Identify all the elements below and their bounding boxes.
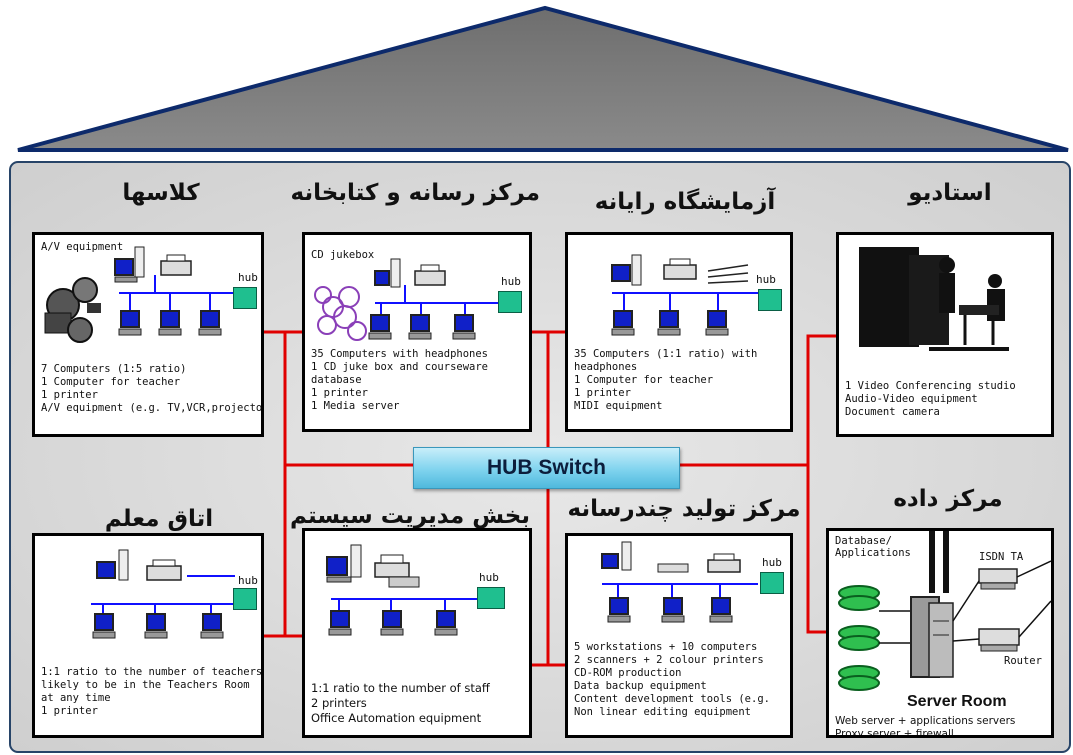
- card-media-center: CD jukebox hub 35 Computers with headpho…: [302, 232, 532, 432]
- teacher-computer-icon: [611, 254, 642, 286]
- lan-illustration: [601, 541, 758, 623]
- computer-icon: [408, 314, 432, 340]
- link-studio: [678, 334, 836, 467]
- computer-icon: [657, 310, 681, 336]
- hub-icon: [477, 587, 505, 609]
- workstation-icon: [601, 541, 632, 571]
- lan-illustration: [611, 254, 762, 336]
- title-classrooms: کلاسها: [122, 180, 200, 206]
- midi-equipment-icon: [707, 264, 749, 284]
- server-illustration: [838, 531, 1051, 691]
- teacher-computer-icon: [96, 549, 129, 581]
- server-room-label: Server Room: [907, 693, 1007, 710]
- scanner-icon: [657, 563, 689, 573]
- server-icon: [910, 596, 954, 678]
- printer-icon: [707, 553, 741, 573]
- computer-icon: [144, 613, 168, 639]
- title-multimedia-center: مرکز تولید چندرسانه: [567, 496, 801, 522]
- studio-illustration: [859, 247, 1009, 351]
- card-data-center: Database/ Applications ISDN TA Router: [826, 528, 1054, 738]
- room-details: 1:1 ratio to the number of staff 2 print…: [311, 681, 490, 725]
- computer-icon: [158, 310, 182, 336]
- printer-icon: [414, 264, 446, 286]
- hub-switch: HUB Switch: [413, 447, 680, 489]
- card-studio: 1 Video Conferencing studio Audio-Video …: [836, 232, 1054, 437]
- computer-icon: [368, 314, 392, 340]
- teacher-computer-icon: [114, 246, 145, 283]
- hub-icon: [760, 572, 784, 594]
- hub-icon: [233, 588, 257, 610]
- router-icon: [978, 628, 1020, 652]
- room-details: 1 Video Conferencing studio Audio-Video …: [845, 380, 1016, 418]
- title-data-center: مرکز داده: [893, 486, 1003, 512]
- card-classrooms: A/V equipment hub 7 Computers (1:5 ratio…: [32, 232, 264, 437]
- room-details: 5 workstations + 10 computers 2 scanners…: [574, 641, 770, 718]
- lan-illustration: [44, 246, 235, 343]
- computer-icon: [434, 610, 458, 636]
- cd-jukebox-label: CD jukebox: [311, 249, 375, 261]
- link-classrooms: [262, 330, 413, 467]
- hub-icon: [758, 289, 782, 311]
- title-media-center: مرکز رسانه و کتابخانه: [290, 180, 540, 206]
- printer-icon: [374, 554, 420, 588]
- card-multimedia-center: hub 5 workstations + 10 computers 2 scan…: [565, 533, 793, 738]
- computer-icon: [705, 310, 729, 336]
- lan-illustration: [326, 544, 483, 636]
- database-label: Database/ Applications: [835, 535, 911, 559]
- cd-jukebox-icon: [314, 286, 367, 341]
- room-details: 35 Computers (1:1 ratio) with headphones…: [574, 348, 758, 412]
- computer-icon: [452, 314, 476, 340]
- title-teachers-room: اتاق معلم: [104, 506, 214, 532]
- room-details: 7 Computers (1:5 ratio) 1 Computer for t…: [41, 363, 263, 414]
- teacher-computer-icon: [374, 258, 401, 288]
- lan-illustration: [314, 258, 501, 341]
- computer-icon: [380, 610, 404, 636]
- computer-icon: [661, 597, 685, 623]
- room-details: Web server + applications servers Proxy …: [835, 715, 1016, 738]
- database-icon: [838, 585, 880, 691]
- printer-icon: [663, 258, 697, 280]
- isdn-label: ISDN TA: [979, 551, 1024, 563]
- title-computer-lab: آزمایشگاه رایانه: [594, 189, 776, 215]
- hub-label: hub: [238, 574, 258, 587]
- hub-label: hub: [479, 571, 499, 584]
- lan-illustration: [91, 549, 235, 639]
- computer-icon: [611, 310, 635, 336]
- computer-icon: [92, 613, 116, 639]
- printer-icon: [160, 254, 192, 276]
- title-studio: استادیو: [908, 180, 992, 206]
- roof: [17, 5, 1069, 152]
- computer-icon: [328, 610, 352, 636]
- router-label: Router: [1004, 655, 1042, 667]
- printer-icon: [146, 559, 182, 581]
- isdn-ta-icon: [978, 568, 1018, 590]
- room-details: 35 Computers with headphones 1 CD juke b…: [311, 348, 489, 412]
- video-studio-icon: [859, 247, 1009, 351]
- computer-icon: [607, 597, 631, 623]
- hub-label: hub: [762, 556, 782, 569]
- av-equipment-icon: [44, 277, 101, 343]
- computer-icon: [198, 310, 222, 336]
- card-system-admin: hub 1:1 ratio to the number of staff 2 p…: [302, 528, 532, 738]
- hub-icon: [233, 287, 257, 309]
- computer-icon: [709, 597, 733, 623]
- hub-label: hub: [501, 275, 521, 288]
- title-system-admin: بخش مدیریت سیستم: [289, 503, 530, 529]
- room-details: 1:1 ratio to the number of teachers like…: [41, 666, 263, 717]
- hub-label: hub: [756, 273, 776, 286]
- hub-label: hub: [238, 271, 258, 284]
- teacher-computer-icon: [326, 544, 362, 583]
- card-computer-lab: hub 35 Computers (1:1 ratio) with headph…: [565, 232, 793, 432]
- hub-icon: [498, 291, 522, 313]
- computer-icon: [200, 613, 224, 639]
- card-teachers-room: hub 1:1 ratio to the number of teachers …: [32, 533, 264, 738]
- av-equipment-label: A/V equipment: [41, 241, 124, 253]
- computer-icon: [118, 310, 142, 336]
